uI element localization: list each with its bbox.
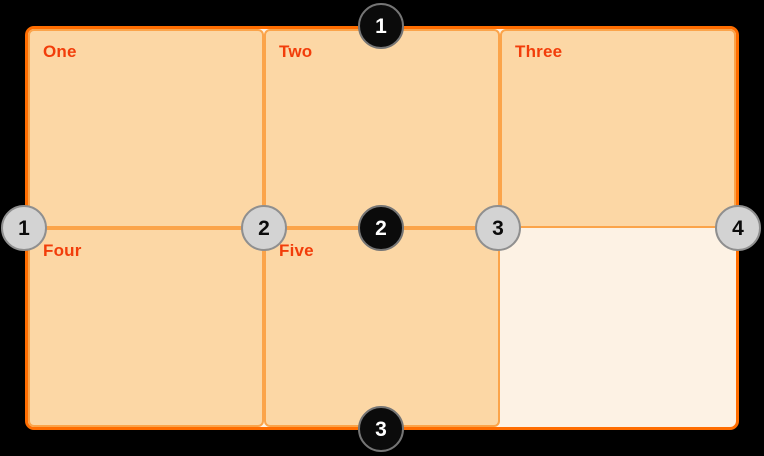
grid-cell-two: Two bbox=[264, 29, 500, 228]
column-line-marker-1: 1 bbox=[1, 205, 47, 251]
column-line-marker-3: 3 bbox=[475, 205, 521, 251]
row-line-marker-2: 2 bbox=[358, 205, 404, 251]
grid-cell-label: Five bbox=[279, 241, 314, 260]
grid-cell-label: Two bbox=[279, 42, 313, 61]
column-line-marker-2: 2 bbox=[241, 205, 287, 251]
grid-cell-three: Three bbox=[500, 29, 736, 228]
column-line-number: 4 bbox=[732, 216, 744, 240]
grid-cell-label: One bbox=[43, 42, 77, 61]
row-line-number: 2 bbox=[375, 216, 387, 240]
row-line-number: 1 bbox=[375, 14, 387, 38]
column-line-marker-4: 4 bbox=[715, 205, 761, 251]
grid-cell-five: Five bbox=[264, 228, 500, 427]
grid-cell-label: Three bbox=[515, 42, 563, 61]
grid-cell-empty bbox=[500, 228, 736, 427]
row-line-marker-3: 3 bbox=[358, 406, 404, 452]
row-line-marker-1: 1 bbox=[358, 3, 404, 49]
row-line-number: 3 bbox=[375, 417, 387, 441]
grid-cell-label: Four bbox=[43, 241, 82, 260]
column-line-number: 1 bbox=[18, 216, 30, 240]
column-line-number: 2 bbox=[258, 216, 270, 240]
grid-cell-one: One bbox=[28, 29, 264, 228]
column-line-number: 3 bbox=[492, 216, 504, 240]
grid-cell-four: Four bbox=[28, 228, 264, 427]
grid-container: One Two Three Four Five bbox=[25, 26, 739, 430]
